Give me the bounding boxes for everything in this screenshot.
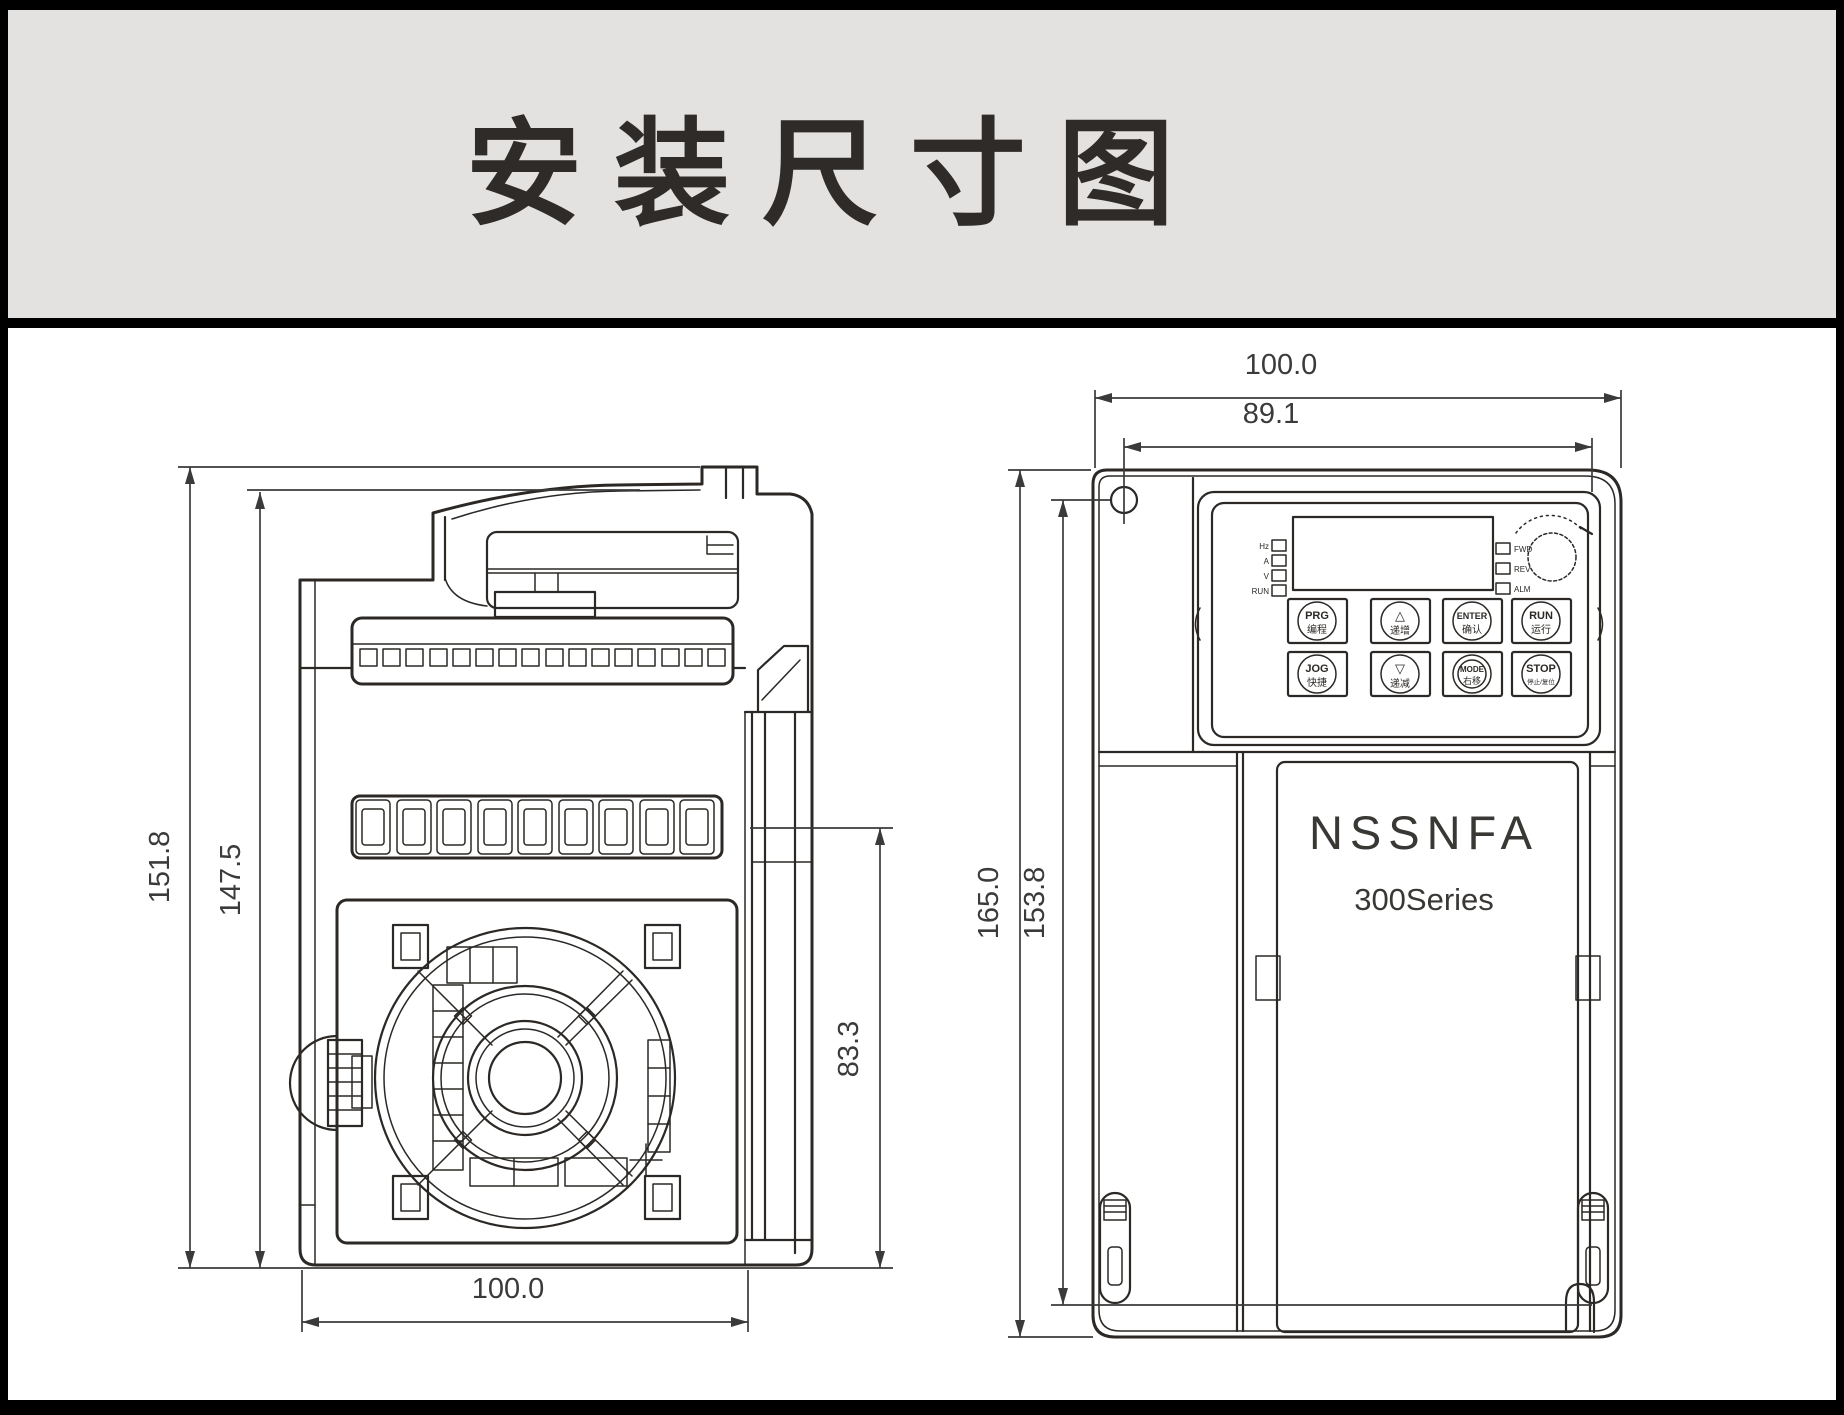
button-run-label: RUN xyxy=(1529,610,1553,622)
dim-side-mount-height: 147.5 xyxy=(215,844,247,917)
button-run: RUN 运行 xyxy=(1510,597,1573,645)
dim-front-height: 165.0 xyxy=(973,867,1005,940)
button-stop-sublabel: 停止/复位 xyxy=(1527,677,1555,686)
dim-side-depth: 100.0 xyxy=(472,1273,545,1305)
button-prg: PRG 编程 xyxy=(1286,597,1349,645)
front-view: Hz A V RUN FWD REV ALM xyxy=(1091,468,1623,1339)
button-stop: STOP 停止/复位 xyxy=(1510,650,1573,698)
keypad: Hz A V RUN FWD REV ALM xyxy=(1194,490,1604,747)
button-up: △ 递增 xyxy=(1369,597,1432,645)
button-up-sublabel: 递增 xyxy=(1390,624,1410,637)
button-down-label: ▽ xyxy=(1395,661,1405,676)
side-view-keypad-cover xyxy=(444,530,740,619)
led-label-v: V xyxy=(1264,572,1270,581)
side-latch xyxy=(288,1034,373,1132)
side-view-mount-channel xyxy=(743,644,814,1266)
button-down-sublabel: 递减 xyxy=(1390,677,1410,690)
button-mode-label: MODE xyxy=(1460,665,1485,674)
button-down: ▽ 递减 xyxy=(1369,650,1432,698)
dimension-drawing: Hz A V RUN FWD REV ALM xyxy=(144,349,1623,1339)
button-run-sublabel: 运行 xyxy=(1531,623,1551,636)
dim-front-width: 100.0 xyxy=(1245,349,1318,381)
dimensions: 151.8 147.5 83.3 100.0 100.0 89.1 165.0 … xyxy=(144,349,1622,1338)
button-up-label: △ xyxy=(1395,608,1405,623)
side-view xyxy=(288,465,814,1267)
page-title: 安装尺寸图 xyxy=(466,109,1206,239)
dim-front-mount-height: 153.8 xyxy=(1019,867,1051,940)
button-mode: MODE 右移 xyxy=(1441,650,1504,698)
fan-blade-details xyxy=(432,946,671,1187)
mount-slot-left xyxy=(1098,1191,1132,1305)
button-jog-sublabel: 快捷 xyxy=(1307,676,1327,689)
led-label-rev: REV xyxy=(1514,565,1531,574)
led-label-a: A xyxy=(1264,557,1270,566)
mount-slot-right xyxy=(1576,1191,1610,1305)
side-view-fan xyxy=(288,898,739,1245)
drawing-area: Hz A V RUN FWD REV ALM xyxy=(8,328,1836,1400)
potentiometer-knob xyxy=(1515,514,1594,582)
led-label-fwd: FWD xyxy=(1514,545,1532,554)
lcd-display xyxy=(1291,515,1495,592)
dim-front-mount-width: 89.1 xyxy=(1243,398,1299,430)
side-view-body xyxy=(288,465,814,1267)
button-mode-sublabel: 右移 xyxy=(1463,675,1481,686)
dim-side-lower-height: 83.3 xyxy=(833,1021,865,1077)
led-label-hz: Hz xyxy=(1259,542,1269,551)
led-indicators-left: Hz A V RUN xyxy=(1252,539,1287,597)
button-enter: ENTER 确认 xyxy=(1441,597,1504,645)
front-door xyxy=(1255,760,1601,1334)
door-clip-right xyxy=(1575,955,1601,1001)
led-label-alm: ALM xyxy=(1514,585,1531,594)
cable-notch xyxy=(1564,1282,1596,1334)
led-indicators-right: FWD REV ALM xyxy=(1495,542,1532,595)
door-clip-left xyxy=(1255,955,1281,1001)
dim-side-total-height: 151.8 xyxy=(144,831,176,904)
keypad-buttons: PRG 编程 △ 递增 ENTER 确认 RUN 运行 xyxy=(1286,597,1573,698)
button-jog: JOG 快捷 xyxy=(1286,650,1349,698)
button-prg-sublabel: 编程 xyxy=(1307,623,1327,636)
button-enter-sublabel: 确认 xyxy=(1462,623,1482,636)
fan-corner-brackets xyxy=(391,923,682,1221)
led-label-run: RUN xyxy=(1252,587,1270,596)
side-view-terminal-blocks xyxy=(350,794,724,860)
front-view-body xyxy=(1091,468,1623,1339)
button-enter-label: ENTER xyxy=(1457,611,1488,621)
button-jog-label: JOG xyxy=(1305,663,1328,675)
side-view-terminal-strip xyxy=(298,616,747,686)
title-band: 安装尺寸图 xyxy=(8,10,1836,318)
button-prg-label: PRG xyxy=(1305,610,1329,622)
button-stop-label: STOP xyxy=(1526,663,1556,675)
series-name: 300Series xyxy=(1354,882,1494,917)
brand-name: NSSNFA xyxy=(1309,806,1539,859)
fan-spokes xyxy=(417,970,633,1186)
